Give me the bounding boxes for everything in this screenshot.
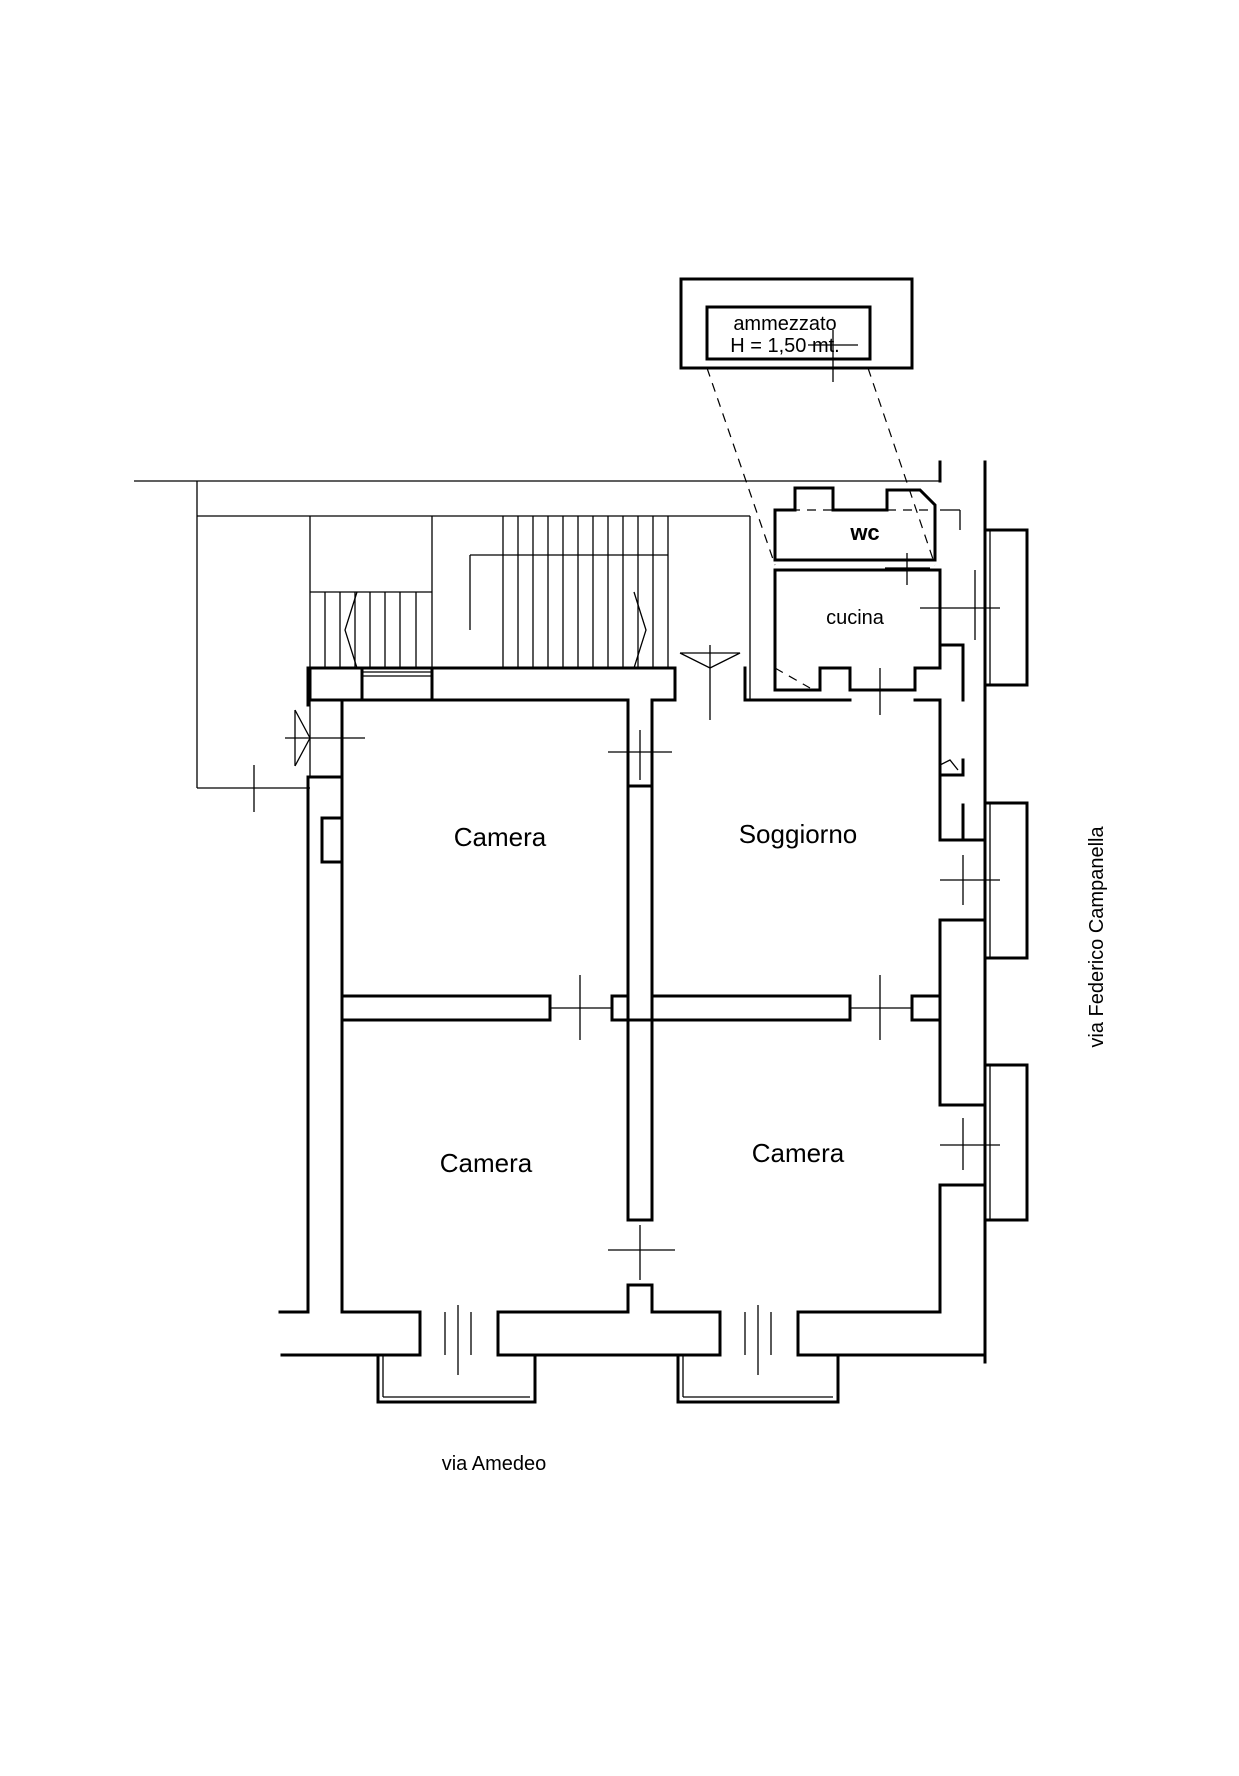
context-lines (134, 460, 987, 1364)
balcony-right-1 (983, 528, 1029, 687)
bedroom-top-left-label: Camera (454, 822, 547, 852)
wc-label: wc (849, 520, 879, 545)
opening-markers (285, 645, 912, 1375)
balcony-right-3 (983, 1063, 1029, 1222)
kitchen-label: cucina (826, 607, 885, 629)
mezzanine-label: ammezzato H = 1,50 mt. (730, 313, 840, 357)
street-label-right: via Federico Campanella (1086, 826, 1108, 1048)
balcony-bottom-2 (676, 1353, 840, 1404)
bedroom-bottom-right-label: Camera (752, 1138, 845, 1168)
living-room-label: Soggiorno (739, 819, 858, 849)
balcony-bottom-1 (376, 1353, 537, 1404)
mezzanine-label-line1: ammezzato (733, 313, 836, 335)
stair-flight-right (502, 516, 654, 669)
kitchen-block (773, 568, 1000, 715)
bedroom-bottom-left-label: Camera (440, 1148, 533, 1178)
street-label-bottom: via Amedeo (442, 1453, 547, 1475)
staircase (310, 516, 654, 669)
stair-flight-left (310, 591, 432, 669)
mezzanine-label-line2: H = 1,50 mt. (730, 335, 840, 357)
